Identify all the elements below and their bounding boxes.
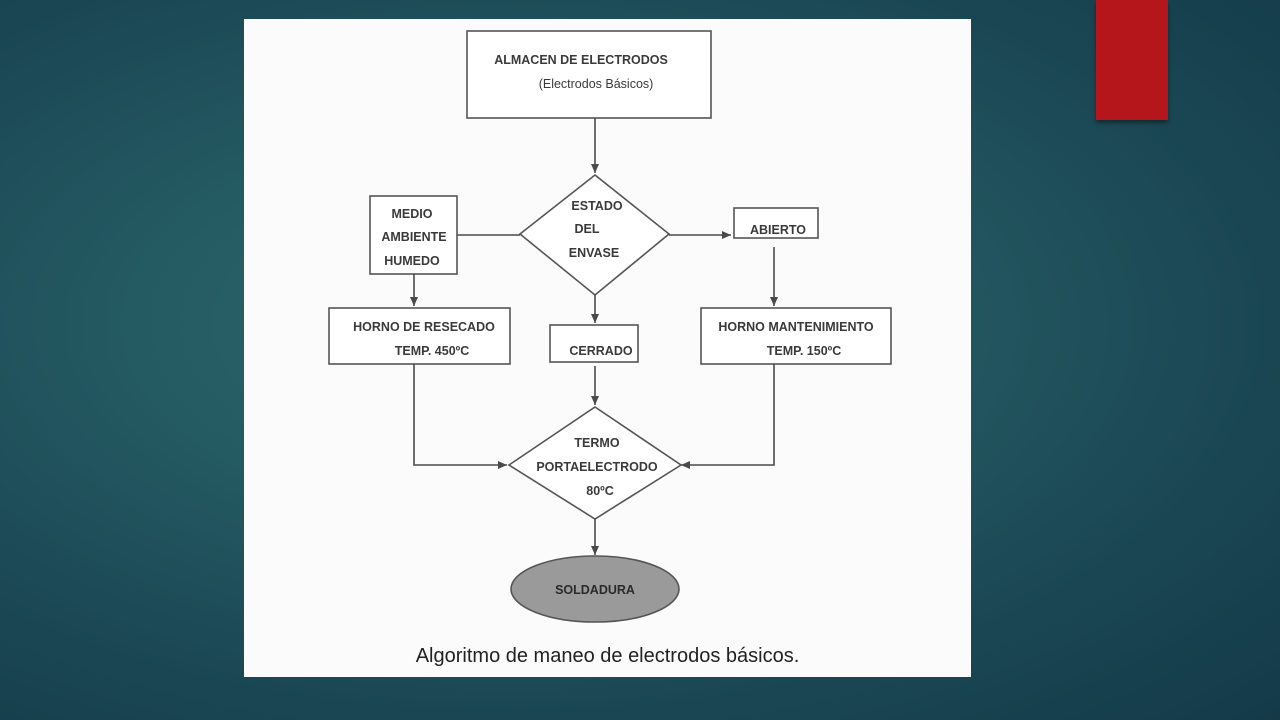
node-almacen-electrodos: ALMACEN DE ELECTRODOS (Electrodos Básico… bbox=[466, 30, 712, 119]
node-medio-line3: HUMEDO bbox=[384, 254, 440, 268]
node-medio-ambiente: MEDIO AMBIENTE HUMEDO bbox=[369, 195, 458, 275]
node-cerrado: CERRADO bbox=[549, 324, 639, 363]
node-termo-line3: 80ºC bbox=[586, 484, 614, 498]
node-estado-envase: ESTADO DEL ENVASE bbox=[518, 173, 671, 297]
node-horno-resecado: HORNO DE RESECADO TEMP. 450ºC bbox=[328, 307, 511, 365]
node-medio-line2: AMBIENTE bbox=[381, 230, 446, 244]
flowchart-image-panel: ALMACEN DE ELECTRODOS (Electrodos Básico… bbox=[244, 19, 971, 677]
node-horno-resecado-line1: HORNO DE RESECADO bbox=[353, 320, 495, 334]
flowchart: ALMACEN DE ELECTRODOS (Electrodos Básico… bbox=[328, 30, 892, 623]
node-termo-portaelectrodo: TERMO PORTAELECTRODO 80ºC bbox=[507, 406, 683, 520]
node-soldadura-line1: SOLDADURA bbox=[555, 583, 635, 597]
node-abierto-line1: ABIERTO bbox=[750, 223, 806, 237]
node-termo-line2: PORTAELECTRODO bbox=[536, 460, 658, 474]
arrow-horno-resecado-to-termo bbox=[413, 364, 507, 469]
node-horno-mantenimiento-line2: TEMP. 150ºC bbox=[767, 344, 842, 358]
node-horno-resecado-line2: TEMP. 450ºC bbox=[395, 344, 470, 358]
node-abierto: ABIERTO bbox=[733, 207, 819, 239]
node-soldadura: SOLDADURA bbox=[510, 555, 680, 623]
node-estado-line1: ESTADO bbox=[571, 199, 622, 213]
node-estado-line2: DEL bbox=[575, 222, 600, 236]
diagram-caption: Algoritmo de maneo de electrodos básicos… bbox=[415, 645, 800, 667]
arrow-horno-mantenimiento-to-termo bbox=[681, 364, 775, 469]
node-almacen-line2: (Electrodos Básicos) bbox=[539, 77, 654, 91]
node-almacen-line1: ALMACEN DE ELECTRODOS bbox=[494, 53, 668, 67]
node-termo-line1: TERMO bbox=[574, 436, 619, 450]
node-medio-line1: MEDIO bbox=[392, 207, 433, 221]
node-estado-line3: ENVASE bbox=[569, 246, 619, 260]
node-horno-mantenimiento-line1: HORNO MANTENIMIENTO bbox=[718, 320, 874, 334]
node-cerrado-line1: CERRADO bbox=[569, 344, 632, 358]
node-horno-mantenimiento: HORNO MANTENIMIENTO TEMP. 150ºC bbox=[700, 307, 892, 365]
accent-tab bbox=[1096, 0, 1168, 120]
